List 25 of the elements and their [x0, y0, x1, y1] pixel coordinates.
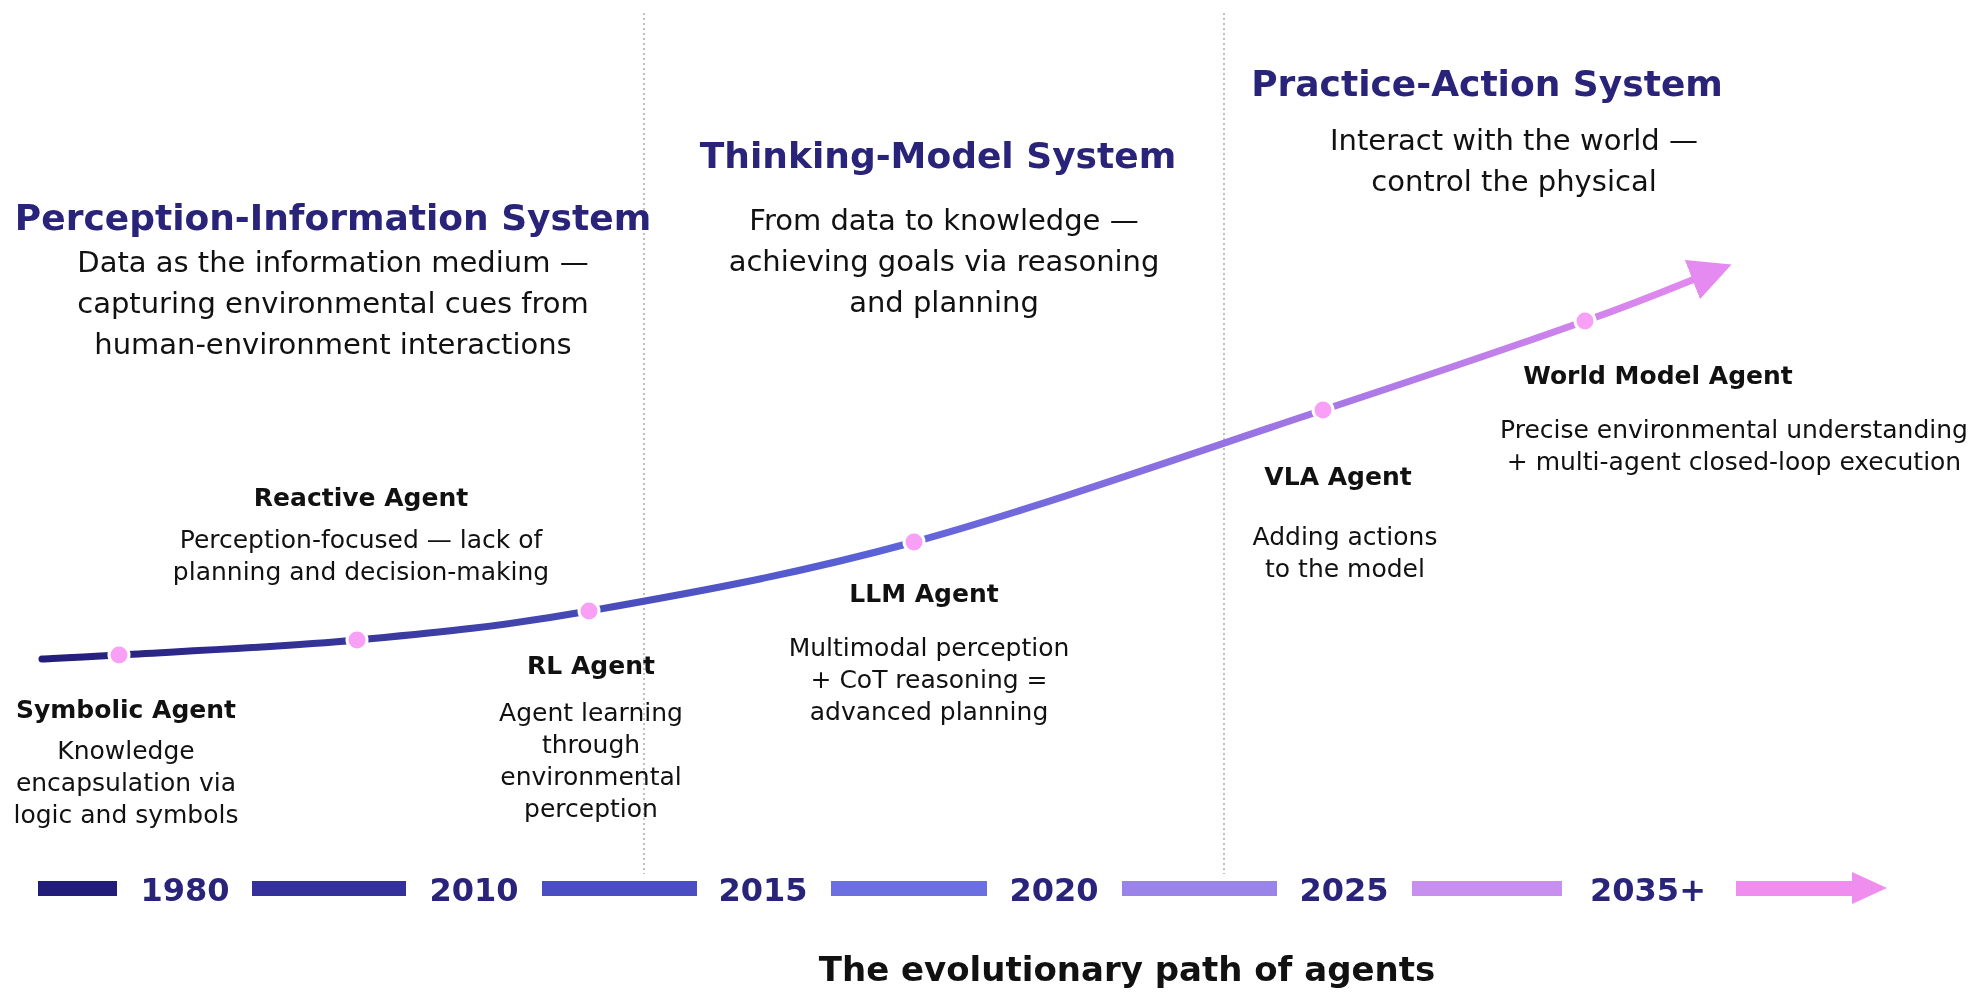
agent-description: Multimodal perception + CoT reasoning = advanced planning	[787, 632, 1071, 728]
year-label: 2010	[428, 870, 520, 910]
year-label: 2025	[1298, 870, 1390, 910]
agent-name: World Model Agent	[1522, 360, 1794, 392]
agent-name: Symbolic Agent	[14, 694, 237, 726]
agent-name: VLA Agent	[1263, 461, 1413, 493]
section-description: Interact with the world — control the physical	[1329, 122, 1699, 200]
agent-description: Agent learning through environmental perception	[498, 697, 684, 825]
section-heading: Thinking-Model System	[698, 134, 1178, 178]
section-heading: Practice-Action System	[1250, 62, 1724, 106]
agent-description: Perception-focused — lack of planning and decision-making	[171, 524, 551, 588]
year-label: 2020	[1008, 870, 1100, 910]
year-label: 2035+	[1589, 870, 1707, 910]
year-label: 2015	[717, 870, 809, 910]
agent-name: Reactive Agent	[252, 482, 470, 514]
caption: The evolutionary path of agents	[818, 948, 1436, 990]
agent-description: Adding actions to the model	[1251, 521, 1439, 585]
agent-description: Knowledge encapsulation via logic and symbols	[12, 735, 240, 831]
section-description: Data as the information medium — capturing environmental cues from human-environment interactions	[76, 244, 590, 363]
agent-description: Precise environmental understanding + multi-agent closed-loop execution	[1499, 414, 1969, 478]
agent-name: LLM Agent	[848, 578, 1000, 610]
section-heading: Perception-Information System	[13, 196, 653, 240]
section-description: From data to knowledge — achieving goals via reasoning and planning	[727, 202, 1161, 321]
year-label: 1980	[139, 870, 231, 910]
agent-name: RL Agent	[526, 650, 656, 682]
